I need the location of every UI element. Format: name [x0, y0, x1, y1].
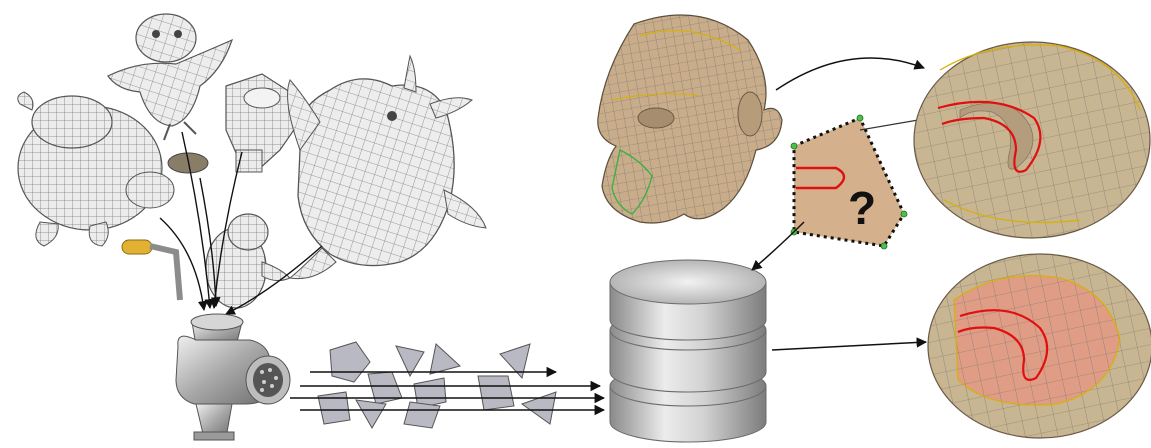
patch-8	[317, 391, 351, 425]
meat-grinder-icon	[121, 239, 291, 441]
mesh-model-machine	[225, 73, 299, 173]
arrows-into-database	[290, 366, 606, 416]
patch-4	[499, 343, 531, 380]
retrieved-result-bottom	[927, 253, 1151, 439]
patch-9	[355, 399, 387, 429]
patch-11	[520, 391, 557, 425]
patch-3	[429, 343, 462, 375]
patch-2	[395, 345, 425, 378]
arrow-head-to-result	[775, 57, 925, 91]
question-mark: ?	[848, 182, 876, 234]
query-patch: ?	[790, 114, 908, 250]
retrieved-result-top	[913, 41, 1151, 239]
database-icon	[609, 259, 767, 443]
patch-5	[367, 371, 403, 405]
cartoon-mesh-models	[17, 13, 487, 309]
head-mesh	[597, 14, 783, 224]
mesh-patches	[317, 341, 557, 429]
patch-1	[329, 341, 371, 383]
arrow-patch-to-database	[751, 221, 805, 271]
patch-7	[477, 375, 515, 411]
mesh-model-big-creature	[287, 54, 487, 280]
arrows-into-grinder	[159, 131, 323, 315]
mesh-model-flying-squirrel	[107, 13, 233, 141]
mesh-model-monkey	[205, 213, 291, 309]
mesh-model-round-creature	[17, 91, 209, 247]
patch-10	[403, 401, 441, 429]
arrow-database-to-result	[771, 337, 928, 351]
